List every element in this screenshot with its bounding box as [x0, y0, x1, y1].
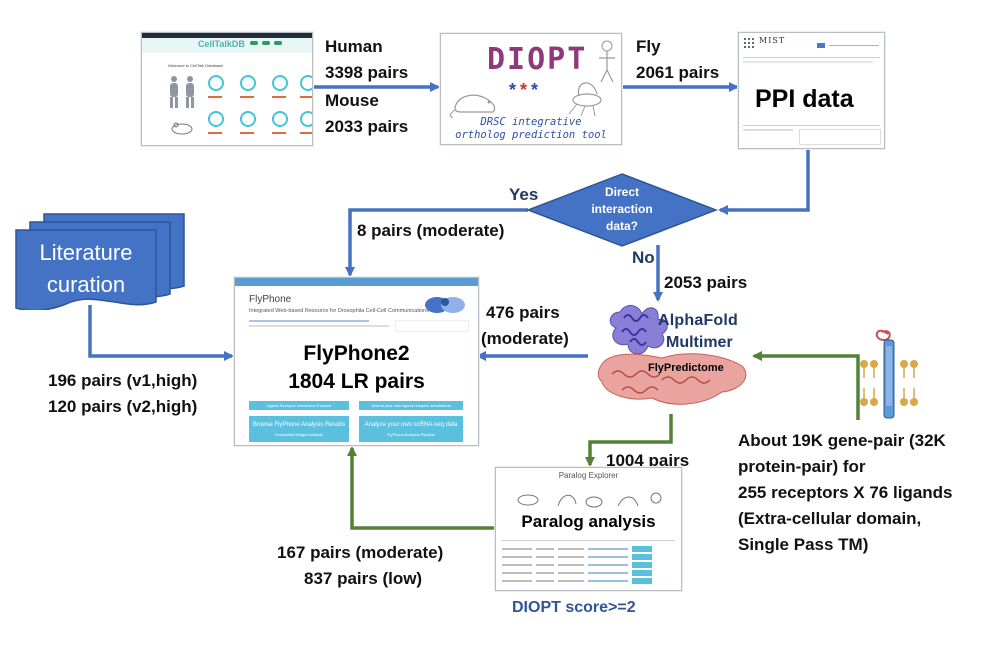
decision-line-2: interaction [591, 202, 653, 216]
literature-curation-shape: Literature curation [14, 210, 186, 310]
label-mouse-pairs: 2033 pairs [325, 117, 409, 136]
arrow-yes-to-flyphone [345, 208, 528, 277]
alphafold-structure: AlphaFold Multimer FlyPredictome [592, 298, 754, 416]
mist-caption: PPI data [755, 85, 854, 113]
label-paralog-out-2: 837 pairs (low) [304, 569, 423, 588]
human-body-icon-2 [182, 75, 198, 109]
predict-line-1: About 19K gene-pair (32K [738, 431, 946, 450]
flyphone-title: FlyPhone [249, 294, 292, 305]
flyphone-button-ligand-receptor-label: Ligand-Receptor Interaction Explorer [266, 403, 332, 408]
decision-diamond: Direct interaction data? [526, 172, 718, 248]
flyphone-button-analyze-data-label: Analyze your own scRNA-seq data [364, 422, 458, 428]
diopt-subtitle-1: DRSC integrative [480, 116, 582, 128]
flyphone-button-search-annotations-label: Search your own ligand-receptor annotati… [371, 403, 451, 408]
diopt-stars-icon: *** [509, 80, 543, 100]
label-fly: Fly [636, 37, 661, 56]
celltalkdb-brand: CellTalkDB [198, 39, 245, 49]
protein-structure-icon [597, 305, 747, 405]
arrow-mist-to-decision [718, 148, 810, 215]
label-paralog-in: 1004 pairs [606, 451, 690, 470]
membrane-receptor-icon [858, 326, 922, 424]
label-lit-pairs-1: 196 pairs (v1,high) [48, 371, 198, 390]
flyphone-button-browse-results-label: Browse FlyPhone Analysis Results [252, 422, 346, 428]
label-yes: Yes [509, 185, 539, 204]
predict-line-4: (Extra-cellular domain, [738, 509, 922, 528]
decision-line-3: data? [605, 219, 638, 233]
alphafold-line-2: Multimer [666, 334, 733, 351]
literature-line-1: Literature [39, 240, 133, 265]
paralog-table [502, 540, 675, 585]
flyphone-button-browse-results-sub: Drosophila Midgut Analysis [274, 432, 324, 437]
label-af-pairs-1: 476 pairs [486, 303, 560, 322]
decision-line-1: Direct [604, 185, 639, 199]
predict-line-2: protein-pair) for [738, 457, 866, 476]
label-mouse: Mouse [325, 91, 379, 110]
label-lit-pairs-2: 120 pairs (v2,high) [48, 397, 198, 416]
arrow-predict-to-alphafold [752, 351, 860, 420]
diopt-logo: DIOPT [487, 42, 588, 77]
alphafold-tag: FlyPredictome [648, 362, 724, 374]
flyphone-button-analyze-data[interactable]: Analyze your own scRNA-seq data FlyPhone… [359, 416, 463, 442]
celltalkdb-welcome: Welcome to CellTalk Database! [168, 63, 224, 68]
alphafold-line-1: AlphaFold [658, 312, 739, 329]
label-human: Human [325, 37, 383, 56]
celltalkdb-screenshot: CellTalkDB Welcome to CellTalk Database! [141, 32, 313, 146]
human-figure-icon [597, 40, 617, 89]
mist-logo: MIST [759, 36, 786, 45]
diopt-score-label: DIOPT score>=2 [512, 599, 636, 616]
flyphone-main-line-1: FlyPhone2 [303, 342, 410, 365]
flyphone-button-search-annotations[interactable]: Search your own ligand-receptor annotati… [359, 401, 463, 410]
flyphone-tagline: Integrated Web-based Resource for Drosop… [249, 308, 429, 314]
mouse-icon [170, 121, 194, 135]
mist-dots-icon [743, 37, 755, 49]
diopt-subtitle-2: ortholog prediction tool [455, 129, 607, 141]
label-paralog-out-1: 167 pairs (moderate) [277, 543, 444, 562]
human-body-icon [166, 75, 182, 109]
paralog-explorer-screenshot: Paralog Explorer Paralog analysis [495, 467, 682, 591]
label-human-pairs: 3398 pairs [325, 63, 409, 82]
rat-outline-icon [449, 78, 503, 123]
label-no: No [632, 248, 655, 267]
predict-line-5: Single Pass TM) [738, 535, 869, 554]
molecule-icon [423, 292, 467, 323]
celltalkdb-stat-rings [208, 75, 312, 134]
flyphone-button-analyze-data-sub: FlyPhone Analysis Pipeline [386, 432, 436, 437]
paralog-header: Paralog Explorer [558, 471, 619, 480]
diopt-logo-box: DIOPT *** DRSC integrative ortholog pred… [440, 33, 622, 145]
label-fly-pairs: 2061 pairs [636, 63, 720, 82]
flyphone-button-ligand-receptor[interactable]: Ligand-Receptor Interaction Explorer [249, 401, 349, 410]
species-outline-icons [514, 484, 664, 517]
literature-line-2: curation [46, 272, 126, 297]
fly-outline-icon [559, 74, 617, 123]
arrow-paralog-to-flyphone [347, 446, 494, 530]
mist-screenshot: MIST PPI data [738, 32, 885, 149]
label-yes-pairs: 8 pairs (moderate) [357, 221, 505, 240]
flyphone-button-browse-results[interactable]: Browse FlyPhone Analysis Results Drosoph… [249, 416, 349, 442]
flyphone-main-line-2: 1804 LR pairs [288, 370, 425, 393]
arrow-literature-to-flyphone [88, 305, 234, 361]
label-no-pairs: 2053 pairs [664, 273, 748, 292]
predict-line-3: 255 receptors X 76 ligands [738, 483, 953, 502]
paralog-caption: Paralog analysis [521, 512, 656, 531]
flyphone-screenshot: FlyPhone Integrated Web-based Resource f… [234, 277, 479, 446]
arrow-alphafold-to-paralog [585, 414, 673, 467]
label-af-pairs-2: (moderate) [481, 329, 569, 348]
